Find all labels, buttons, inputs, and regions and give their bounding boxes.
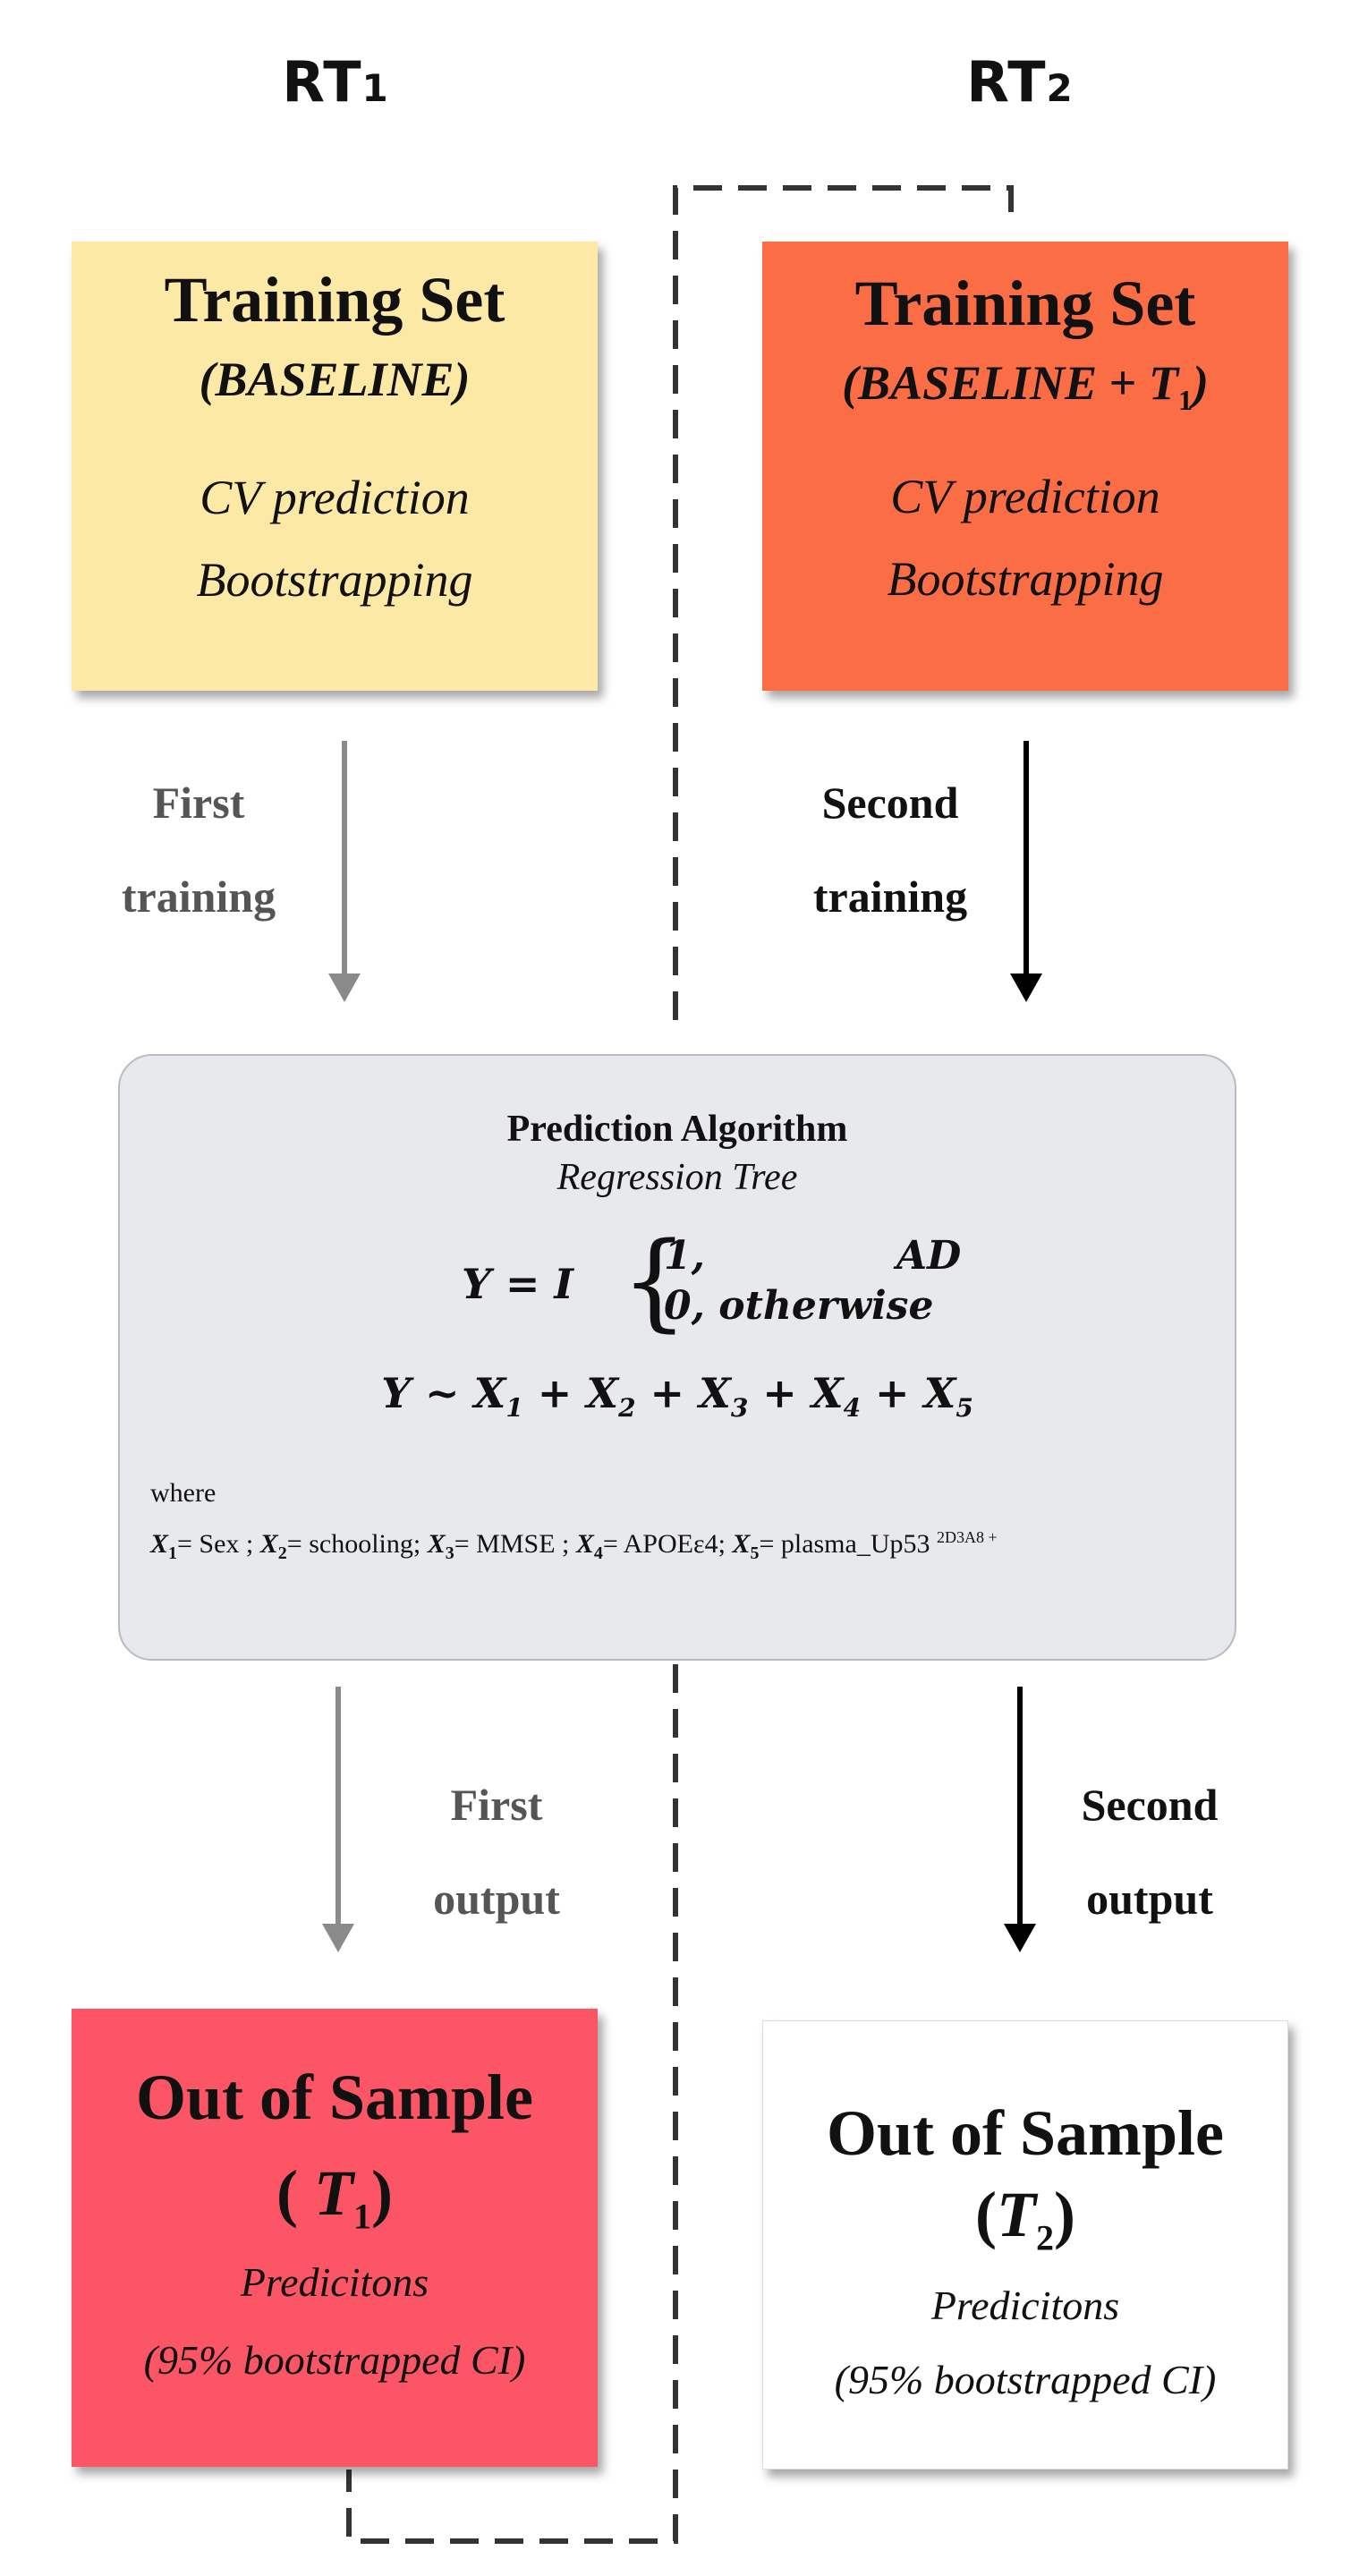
eq2-x5-sub: 5 (956, 1393, 973, 1424)
arrow-second-training (1010, 741, 1042, 1002)
header-rt1-text: RT (282, 49, 362, 115)
variable-name: X (259, 1529, 278, 1560)
label-first-output-l2: output (433, 1874, 560, 1924)
rt1-training-line1: CV prediction (200, 471, 470, 525)
header-rt1: RT1 (201, 49, 470, 115)
header-rt2-text: RT (966, 49, 1047, 115)
arrow-second-output (1004, 1687, 1036, 1952)
variable-sub: 4 (593, 1543, 603, 1564)
algorithm-subtitle: Regression Tree (556, 1157, 798, 1198)
rt2-training-set-box: Training Set (BASELINE + T1) CV predicti… (762, 242, 1288, 691)
variable-name: X (732, 1529, 751, 1560)
rt2-training-title: Training Set (854, 268, 1196, 339)
variable-definitions: X1= Sex ; X2= schooling; X3= MMSE ; X4= … (150, 1528, 1235, 1564)
variable-def-4: X4= APOEε4; (575, 1529, 733, 1563)
variable-sub: 1 (168, 1543, 178, 1564)
prediction-algorithm-box: Prediction Algorithm Regression Tree Y =… (118, 1054, 1236, 1661)
rt1-training-subtitle-text: BASELINE (215, 353, 454, 407)
rt1-training-set-box: Training Set (BASELINE) CV prediction Bo… (72, 242, 598, 691)
arrow-first-output (322, 1687, 354, 1952)
label-first-training-l1: First (152, 778, 245, 828)
rt2-out-line1: Predicitons (930, 2282, 1120, 2328)
rt2-training-subtitle-t-sub: 1 (1177, 383, 1193, 416)
rt1-out-t-sub: 1 (352, 2196, 371, 2237)
rt1-training-subtitle: (BASELINE) (199, 353, 471, 407)
rt1-training-title: Training Set (164, 264, 505, 336)
variable-text: = APOEε4; (602, 1529, 733, 1560)
header-rt2-sub: 2 (1046, 66, 1074, 110)
rt2-training-subtitle-plus: + (1097, 356, 1149, 411)
variable-text: = MMSE ; (454, 1529, 576, 1560)
label-second-output-l1: Second (1081, 1780, 1219, 1830)
rt1-out-title: Out of Sample (135, 2062, 534, 2133)
rt1-out-of-sample-box: Out of Sample ( T1) Predicitons (95% boo… (72, 2009, 598, 2467)
rt2-out-t: (T2) (975, 2179, 1075, 2258)
label-first-output-l1: First (450, 1780, 543, 1830)
indicator-equation: Y = I { 1, AD 0, otherwise (120, 1222, 1235, 1348)
variable-name: X (575, 1529, 594, 1560)
rt2-training-subtitle: (BASELINE + T1) (842, 356, 1209, 416)
variable-text: = plasma_Up53 (759, 1529, 937, 1560)
label-second-training: Second training (756, 756, 1024, 944)
eq1-brace: { (621, 1219, 689, 1342)
rt2-training-line2: Bootstrapping (887, 551, 1164, 606)
label-second-training-l2: training (812, 871, 968, 922)
model-equation: Y ~ X1 + X2 + X3 + X4 + X5 (381, 1369, 973, 1424)
variable-name: X (427, 1529, 446, 1560)
eq1-case1-cond: AD (896, 1233, 962, 1279)
variable-sub: 5 (750, 1543, 760, 1564)
rt1-out-line2: (95% bootstrapped CI) (143, 2336, 526, 2383)
rt1-out-t-letter: T (314, 2157, 353, 2230)
rt1-training-line2: Bootstrapping (196, 553, 473, 608)
label-first-output: First output (362, 1758, 631, 1946)
rt2-out-line2: (95% bootstrapped CI) (834, 2356, 1217, 2402)
eq2-x3-sub: 3 (730, 1393, 749, 1424)
header-rt2: RT2 (886, 49, 1154, 115)
rt2-training-subtitle-text: BASELINE (858, 356, 1098, 411)
rt2-out-t-sub: 2 (1035, 2217, 1054, 2258)
rt1-out-t: ( T1) (276, 2157, 393, 2237)
rt1-out-line1: Predicitons (240, 2258, 429, 2305)
label-first-training: First training (64, 756, 333, 944)
variable-sub: 3 (445, 1543, 454, 1564)
where-label: where (150, 1478, 217, 1509)
variable-superscript: 2D3A8 + (937, 1528, 998, 1547)
label-second-training-l1: Second (821, 778, 959, 828)
dashed-feedback-path-lower (346, 1664, 678, 2544)
variable-name: X (150, 1529, 169, 1560)
eq2-x4-sub: 4 (843, 1393, 862, 1424)
eq2-x2-sub: 2 (618, 1393, 636, 1424)
variable-def-2: X2= schooling; (259, 1529, 428, 1563)
label-second-output-l2: output (1086, 1874, 1213, 1924)
header-rt1-sub: 1 (361, 66, 389, 110)
rt2-training-subtitle-t: T (1148, 356, 1178, 411)
eq1-case1-val: 1, (664, 1233, 705, 1279)
arrow-first-training (328, 741, 361, 1002)
eq2-x1-sub: 1 (505, 1393, 523, 1424)
dashed-feedback-path (673, 185, 1014, 1020)
variable-sub: 2 (277, 1543, 287, 1564)
eq1-case2: 0, otherwise (664, 1283, 934, 1329)
variable-text: = schooling; (286, 1529, 428, 1560)
algorithm-title: Prediction Algorithm (506, 1109, 848, 1150)
variable-def-1: X1= Sex ; (150, 1529, 260, 1563)
rt2-out-of-sample-box: Out of Sample (T2) Predicitons (95% boot… (762, 2020, 1288, 2470)
variable-def-5: X5= plasma_Up53 (732, 1529, 937, 1563)
rt2-out-t-letter: T (997, 2179, 1036, 2251)
eq2-lhs: Y ~ X (381, 1369, 506, 1417)
variable-def-3: X3= MMSE ; (427, 1529, 576, 1563)
eq1-lhs: Y = I (462, 1260, 573, 1308)
label-first-training-l2: training (121, 871, 276, 922)
rt2-out-title: Out of Sample (826, 2097, 1225, 2169)
rt2-training-line1: CV prediction (890, 469, 1160, 523)
label-second-output: Second output (1015, 1758, 1284, 1946)
variable-text: = Sex ; (177, 1529, 260, 1560)
